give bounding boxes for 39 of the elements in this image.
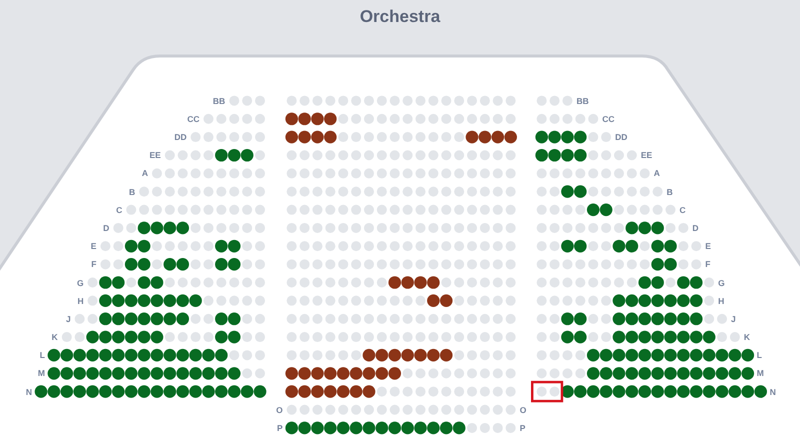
row-label: A <box>142 168 148 178</box>
row-label: D <box>692 223 699 233</box>
row-label: C <box>680 204 686 215</box>
row-label: CC <box>187 114 200 124</box>
row-label: K <box>52 332 58 342</box>
row-label: O <box>520 404 526 415</box>
row-label: O <box>276 404 283 415</box>
row-label: A <box>654 168 660 178</box>
row-label: E <box>90 241 96 252</box>
row-label: P <box>277 422 283 433</box>
row-label: L <box>756 350 762 360</box>
row-label: M <box>756 368 764 378</box>
row-label: N <box>770 386 776 397</box>
row-label: K <box>744 332 750 342</box>
row-label: N <box>26 386 32 397</box>
row-label: CC <box>602 114 614 124</box>
row-label: M <box>38 368 45 378</box>
row-label: DD <box>615 132 628 142</box>
row-label: F <box>91 259 96 270</box>
row-label: BB <box>576 96 589 106</box>
row-label: J <box>731 314 736 324</box>
row-label: P <box>520 422 526 433</box>
row-label: G <box>718 278 725 288</box>
section-title: Orchestra <box>360 7 440 27</box>
row-label: J <box>66 314 71 324</box>
row-label: G <box>76 278 84 288</box>
row-label: BB <box>212 96 226 106</box>
row-label: B <box>128 186 136 197</box>
row-label: H <box>77 296 84 306</box>
row-label: EE <box>640 150 652 160</box>
row-label: B <box>666 186 673 197</box>
row-label: H <box>718 296 724 306</box>
row-label: E <box>705 241 711 252</box>
row-label: L <box>40 350 45 360</box>
row-label: EE <box>149 150 161 160</box>
row-label: D <box>103 223 110 233</box>
row-label: F <box>705 259 710 270</box>
row-label: C <box>116 204 122 215</box>
row-label: DD <box>174 132 187 142</box>
